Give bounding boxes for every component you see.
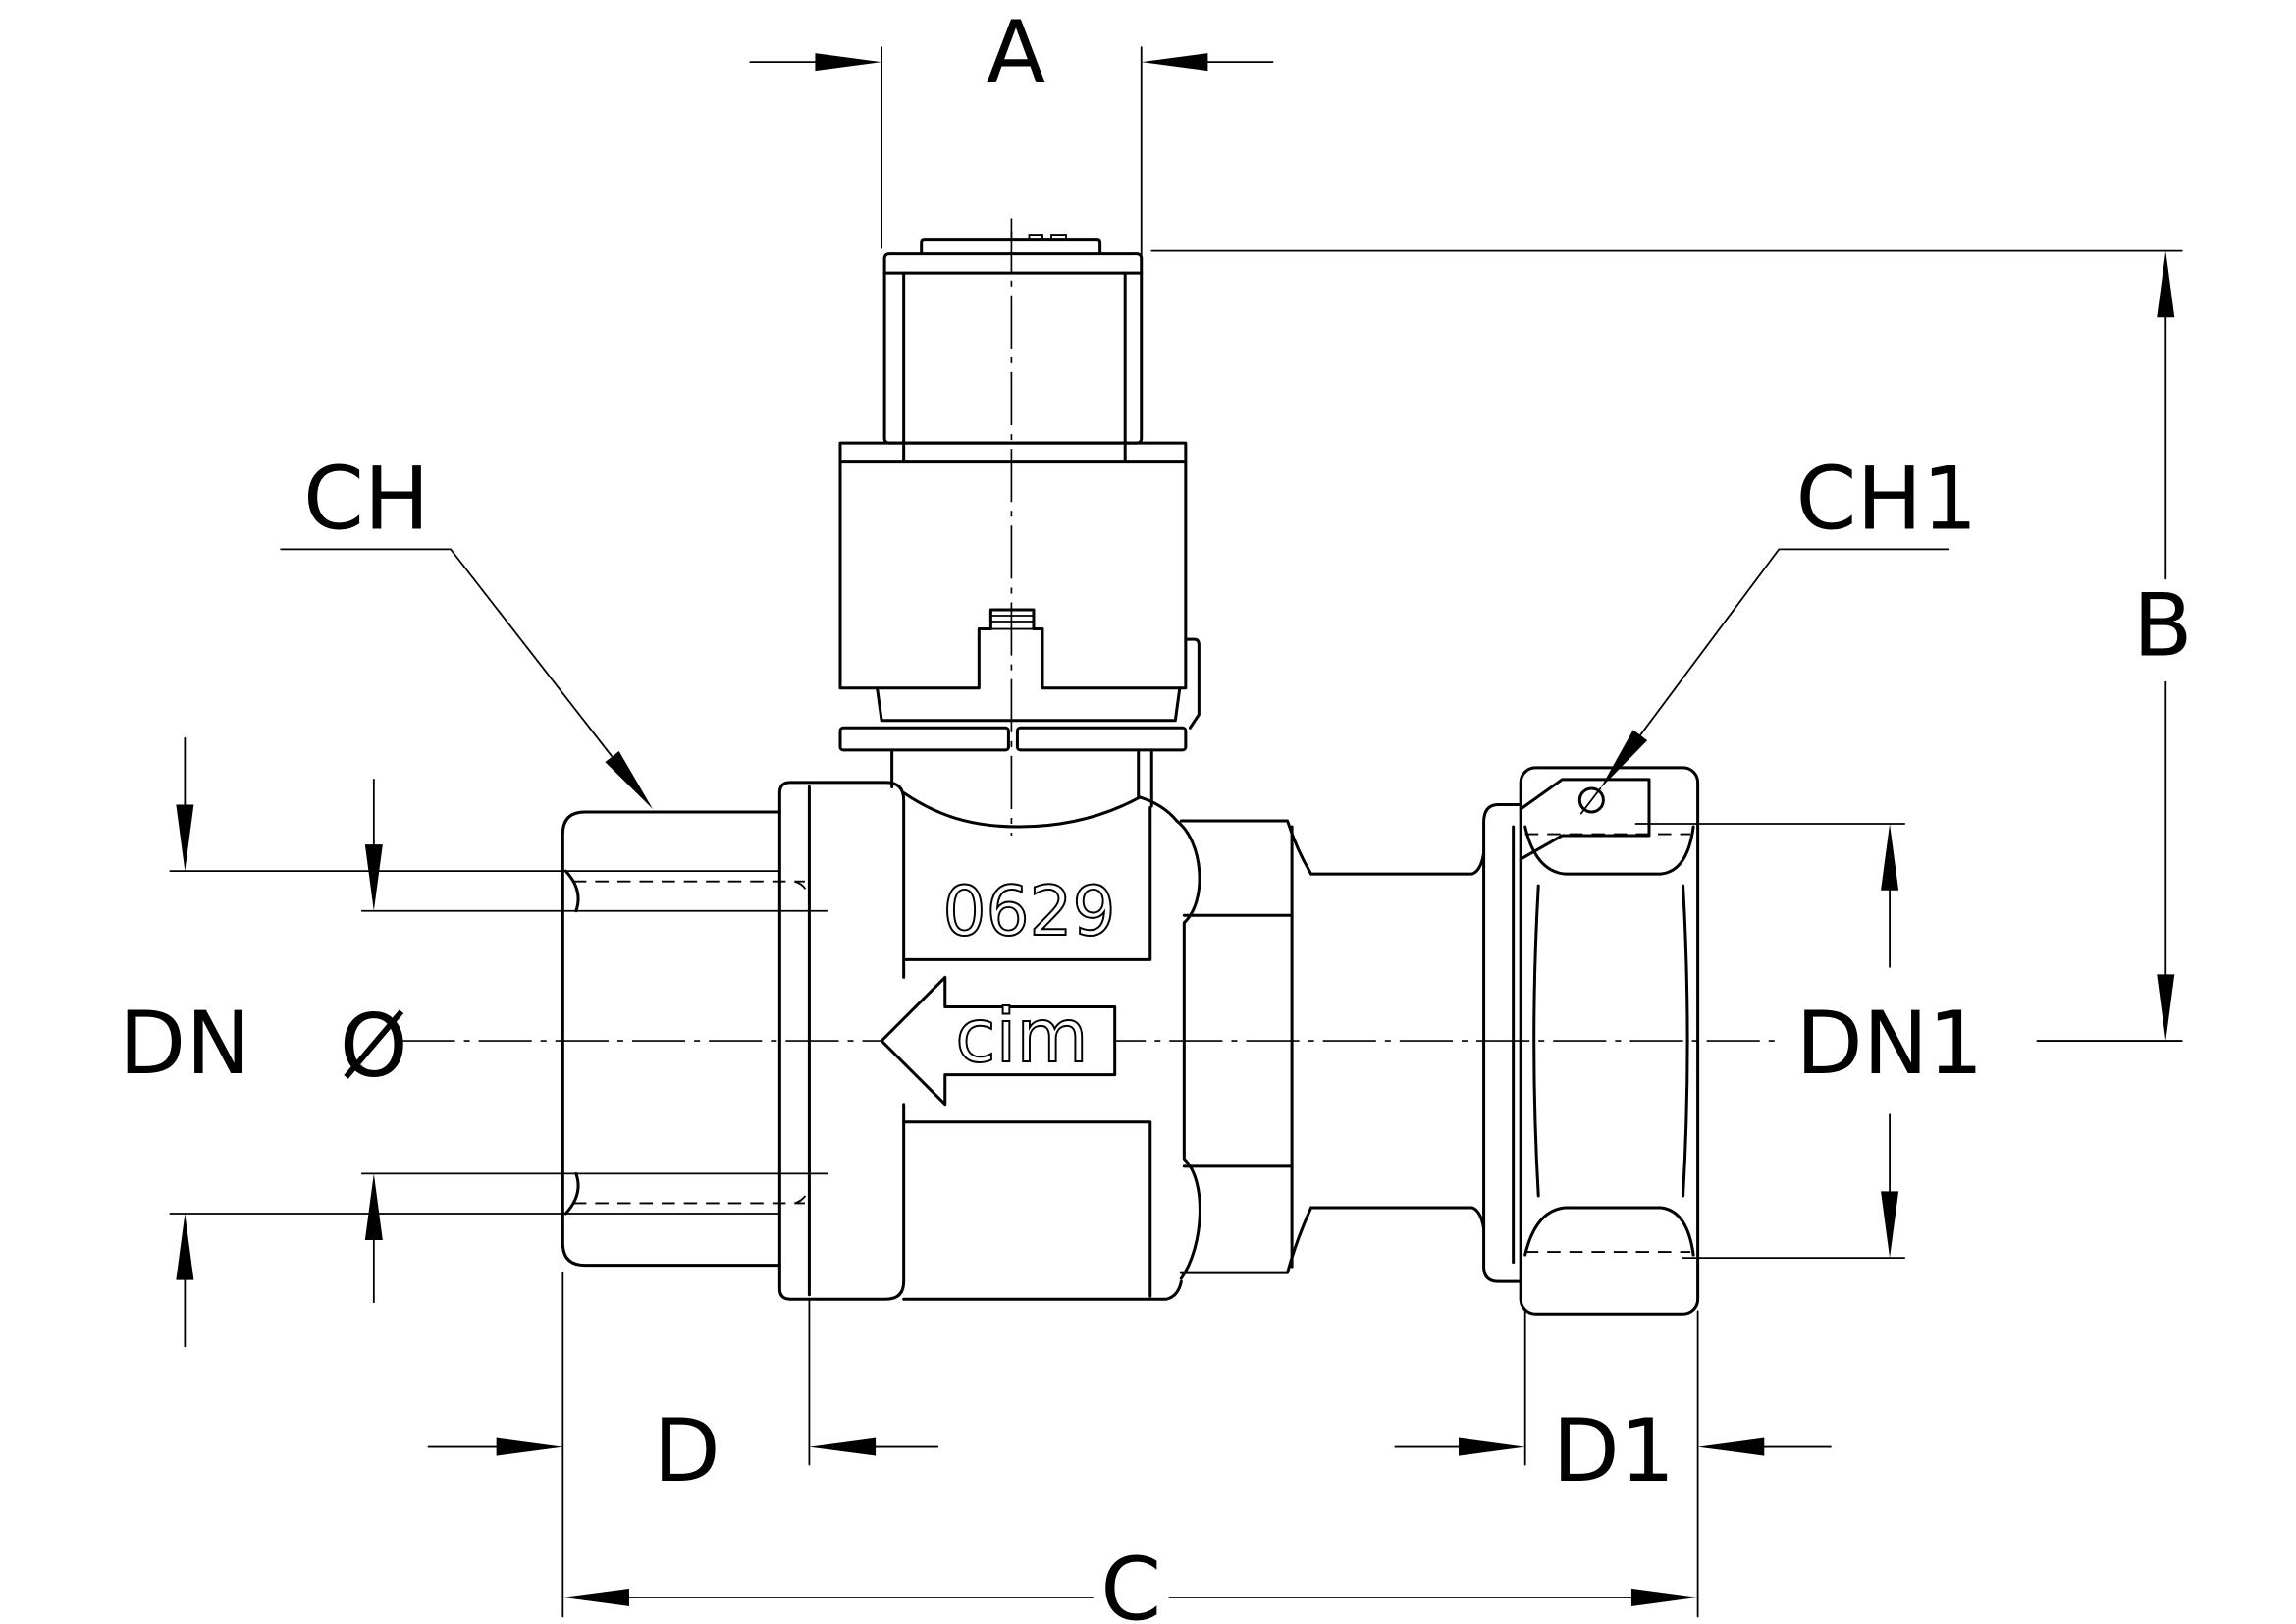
dimension-dn: DN (119, 736, 781, 1348)
callout-ch1-leader (1639, 548, 1950, 736)
dimension-a-extension-lines (881, 46, 1143, 264)
valve-center-flange (777, 781, 906, 1301)
dimension-a-label: A (987, 2, 1046, 103)
body-bottom (902, 1279, 1183, 1301)
dimension-b-arrow-bottom (2157, 974, 2175, 1042)
valve-body: 0629 cim (880, 790, 1313, 1301)
dimension-d1: D1 (1394, 1310, 1832, 1618)
dimension-b: B (1150, 249, 2193, 1042)
dimension-bore-arrow-top (364, 844, 383, 911)
callout-ch1-arrow (1600, 730, 1648, 788)
actuator-upper-body (882, 252, 1144, 445)
dimension-a-arrow-right (1141, 53, 1208, 72)
valve-left-end (561, 810, 811, 1268)
left-end-facet-curves (563, 869, 580, 1216)
callout-ch1-label: CH1 (1796, 448, 1978, 549)
actuator-neck (876, 686, 1182, 723)
actuator (838, 231, 1201, 808)
body-panel-lines (902, 805, 1152, 1298)
dimension-dn1-extension-lines (1634, 823, 1906, 1260)
dimension-d: D (427, 1272, 939, 1618)
body-top-contour (902, 790, 1179, 829)
left-end-outline (561, 810, 781, 1268)
dimension-c-arrow-left (562, 1588, 629, 1606)
actuator-plate-left (838, 726, 1010, 752)
dimension-dn1-label: DN1 (1796, 993, 1984, 1094)
dimension-b-extension-lines (1150, 249, 2183, 1042)
dimension-dn-label: DN (119, 993, 251, 1094)
callout-ch1-tick (1579, 787, 1602, 815)
dimension-d1-arrow-right (1697, 1437, 1765, 1456)
dimension-dn1-arrow-top (1881, 824, 1899, 891)
dimension-a-arrow-left (815, 53, 882, 72)
nut-bottom-facet (1523, 1206, 1695, 1257)
dimension-dn-arrow-bottom (176, 1213, 194, 1280)
dimension-bore-label: Ø (340, 996, 408, 1097)
dimension-d-arrow-left (496, 1437, 563, 1456)
nut-wrench-flat (1519, 778, 1651, 861)
callout-ch-arrow (605, 751, 654, 809)
actuator-slot-hatch (989, 615, 1035, 630)
dimension-dn-arrow-top (176, 804, 194, 872)
nut-middle-facet (1532, 884, 1689, 1198)
body-marking: 0629 (942, 873, 1115, 951)
actuator-side-tab (1184, 637, 1201, 730)
dimension-b-label: B (2133, 575, 2193, 677)
dimension-d1-label: D1 (1553, 1400, 1676, 1501)
callout-ch: CH (280, 448, 654, 809)
callout-ch1: CH1 (1577, 448, 1978, 815)
callout-ch1-point (1577, 786, 1605, 814)
actuator-plate-right (1015, 726, 1188, 752)
dimension-d-label: D (653, 1400, 720, 1501)
left-thread-end (794, 880, 811, 1205)
nut-outline (1519, 766, 1700, 1316)
dimension-c-arrow-right (1630, 1588, 1698, 1606)
body-right-hex (1179, 819, 1313, 1274)
dimension-d1-extension-lines (1523, 1310, 1699, 1618)
flow-direction-arrow (880, 975, 1117, 1107)
body-right-facets (1182, 913, 1294, 1168)
actuator-inner-edges (902, 271, 1127, 464)
dimension-dn1: DN1 (1634, 823, 1984, 1260)
body-right-bulge (1175, 819, 1201, 1280)
dimension-c-label: C (1100, 1539, 1161, 1624)
dimension-d-arrow-right (809, 1437, 877, 1456)
dimension-dn-extension-lines (169, 870, 781, 1215)
dimension-bore-extension-lines (360, 909, 828, 1175)
actuator-cap-marks (1010, 231, 1067, 241)
actuator-lower-block (838, 441, 1188, 690)
dimension-a: A (749, 2, 1274, 264)
valve-stem (890, 748, 1153, 808)
center-lines (401, 218, 1775, 1042)
dimension-bore-arrow-bottom (364, 1173, 383, 1241)
callout-ch-label: CH (303, 448, 430, 549)
union-nut (1482, 766, 1700, 1316)
dimension-d-extension-lines (561, 1272, 811, 1618)
flange-outline (777, 781, 906, 1301)
callout-ch-leader (280, 548, 613, 757)
dimension-dn1-arrow-bottom (1881, 1191, 1899, 1259)
dimension-d1-arrow-left (1459, 1437, 1525, 1456)
dimension-c: C (562, 1539, 1698, 1624)
union-plate (1482, 802, 1522, 1283)
brand-logo: cim (955, 993, 1088, 1079)
dimension-bore: Ø (340, 779, 828, 1304)
dimension-b-arrow-top (2157, 250, 2175, 318)
